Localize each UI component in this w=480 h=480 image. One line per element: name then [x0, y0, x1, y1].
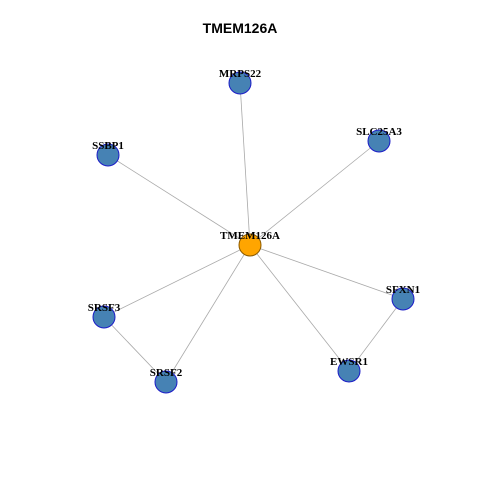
node-ssbp1[interactable]: [96, 143, 120, 167]
edge-tmem126a-srsf2: [165, 244, 251, 383]
node-mrps22[interactable]: [228, 71, 252, 95]
node-layer: [92, 71, 415, 394]
edge-tmem126a-mrps22: [239, 82, 251, 246]
edge-tmem126a-srsf3: [103, 244, 251, 318]
node-label-ewsr1: EWSR1: [330, 356, 368, 368]
node-ewsr1[interactable]: [337, 359, 361, 383]
edge-srsf3-srsf2: [103, 316, 167, 383]
node-label-tmem126a: TMEM126A: [220, 230, 280, 242]
node-sfxn1[interactable]: [391, 287, 415, 311]
node-label-ssbp1: SSBP1: [92, 140, 124, 152]
node-tmem126a[interactable]: [238, 233, 262, 257]
node-srsf2[interactable]: [154, 370, 178, 394]
edge-tmem126a-sfxn1: [249, 244, 404, 300]
node-label-mrps22: MRPS22: [219, 68, 262, 80]
node-label-srsf2: SRSF2: [150, 367, 183, 379]
node-srsf3[interactable]: [92, 305, 116, 329]
edge-sfxn1-ewsr1: [348, 298, 404, 372]
label-layer: TMEM126AMRPS22SSBP1SLC25A3SFXN1EWSR1SRSF…: [88, 68, 420, 379]
diagram-title: TMEM126A: [202, 20, 278, 36]
edge-tmem126a-slc25a3: [249, 140, 380, 246]
node-label-slc25a3: SLC25A3: [356, 126, 402, 138]
node-label-sfxn1: SFXN1: [386, 284, 420, 296]
edge-tmem126a-ssbp1: [107, 154, 251, 246]
edge-layer: [103, 82, 404, 383]
node-slc25a3[interactable]: [367, 129, 391, 153]
node-label-srsf3: SRSF3: [88, 302, 121, 314]
edge-tmem126a-ewsr1: [249, 244, 350, 372]
